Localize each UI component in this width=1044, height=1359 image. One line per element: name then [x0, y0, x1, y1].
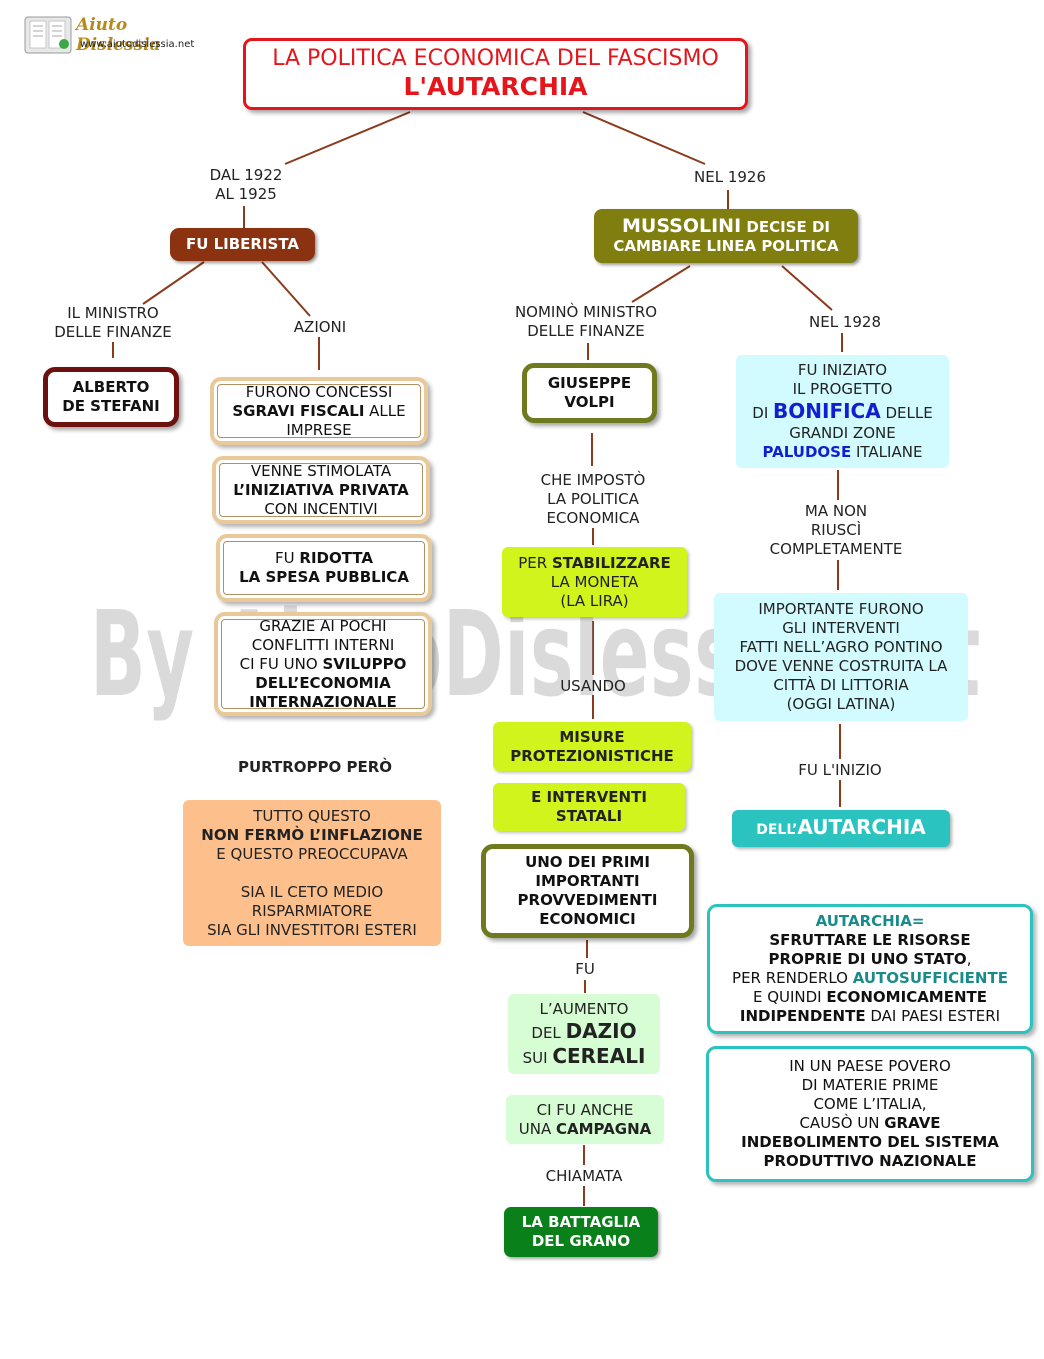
box-sviluppo-economia: GRAZIE AI POCHI CONFLITTI INTERNI CI FU …: [214, 612, 432, 716]
box-spesa-pubblica: FU RIDOTTA LA SPESA PUBBLICA: [216, 534, 432, 602]
box-inflazione: TUTTO QUESTO NON FERMÒ L’INFLAZIONE E QU…: [183, 800, 441, 946]
box-campagna: CI FU ANCHE UNA CAMPAGNA: [506, 1095, 664, 1144]
box-primi-provvedimenti: UNO DEI PRIMI IMPORTANTI PROVVEDIMENTI E…: [481, 844, 694, 938]
label-ministro-finanze-left: IL MINISTRO DELLE FINANZE: [54, 304, 172, 341]
box-autarchia: DELL’AUTARCHIA: [732, 810, 950, 847]
book-icon: [24, 16, 72, 54]
logo: Aiuto Dislessia www.aiutodislessia.net: [24, 14, 206, 56]
title-line2: L'AUTARCHIA: [403, 72, 588, 101]
label-usando: USANDO: [560, 677, 626, 695]
box-misure-protezionistiche: MISURE PROTEZIONISTICHE: [493, 722, 691, 771]
box-sgravi-fiscali: FURONO CONCESSI SGRAVI FISCALI ALLE IMPR…: [210, 377, 428, 445]
box-fu-liberista: FU LIBERISTA: [170, 228, 315, 261]
box-dazio-cereali: L’AUMENTO DEL DAZIO SUI CEREALI: [508, 994, 660, 1074]
label-azioni: AZIONI: [293, 318, 347, 336]
box-giuseppe-volpi: GIUSEPPE VOLPI: [522, 363, 657, 423]
logo-name: Aiuto Dislessia: [76, 15, 161, 55]
label-fu: FU: [575, 960, 595, 978]
label-che-imposto: CHE IMPOSTÒ LA POLITICA ECONOMICA: [540, 471, 646, 527]
box-iniziativa-privata: VENNE STIMOLATA L’INIZIATIVA PRIVATA CON…: [212, 456, 430, 524]
box-indebolimento: IN UN PAESE POVERO DI MATERIE PRIME COME…: [706, 1046, 1034, 1182]
label-fu-l-inizio: FU L'INIZIO: [798, 761, 882, 779]
logo-url: www.aiutodislessia.net: [80, 39, 195, 50]
title-line1: LA POLITICA ECONOMICA DEL FASCISMO: [272, 46, 719, 71]
box-battaglia-grano: LA BATTAGLIA DEL GRANO: [504, 1207, 658, 1257]
title-box: LA POLITICA ECONOMICA DEL FASCISMO L'AUT…: [243, 38, 748, 110]
box-definizione-autarchia: AUTARCHIA= SFRUTTARE LE RISORSE PROPRIE …: [707, 904, 1033, 1034]
box-stabilizzare-moneta: PER STABILIZZARE LA MONETA (LA LIRA): [502, 547, 687, 617]
box-bonifica: FU INIZIATO IL PROGETTO DI BONIFICA DELL…: [736, 355, 949, 468]
label-purtroppo-pero: PURTROPPO PERÒ: [237, 758, 393, 776]
label-nel-1926: NEL 1926: [694, 168, 766, 186]
box-mussolini-decise: MUSSOLINI DECISE DI CAMBIARE LINEA POLIT…: [594, 209, 858, 263]
label-nomino-ministro: NOMINÒ MINISTRO DELLE FINANZE: [514, 303, 658, 340]
label-nel-1928: NEL 1928: [809, 313, 881, 331]
box-alberto-de-stefani: ALBERTO DE STEFANI: [43, 367, 179, 427]
label-chiamata: CHIAMATA: [545, 1167, 623, 1185]
box-interventi-statali: E INTERVENTI STATALI: [493, 783, 685, 831]
label-1922-1925: DAL 1922 AL 1925: [209, 166, 283, 203]
label-ma-non-riusci: MA NON RIUSCÌ COMPLETAMENTE: [769, 502, 903, 558]
box-agro-pontino: IMPORTANTE FURONO GLI INTERVENTI FATTI N…: [714, 593, 968, 721]
